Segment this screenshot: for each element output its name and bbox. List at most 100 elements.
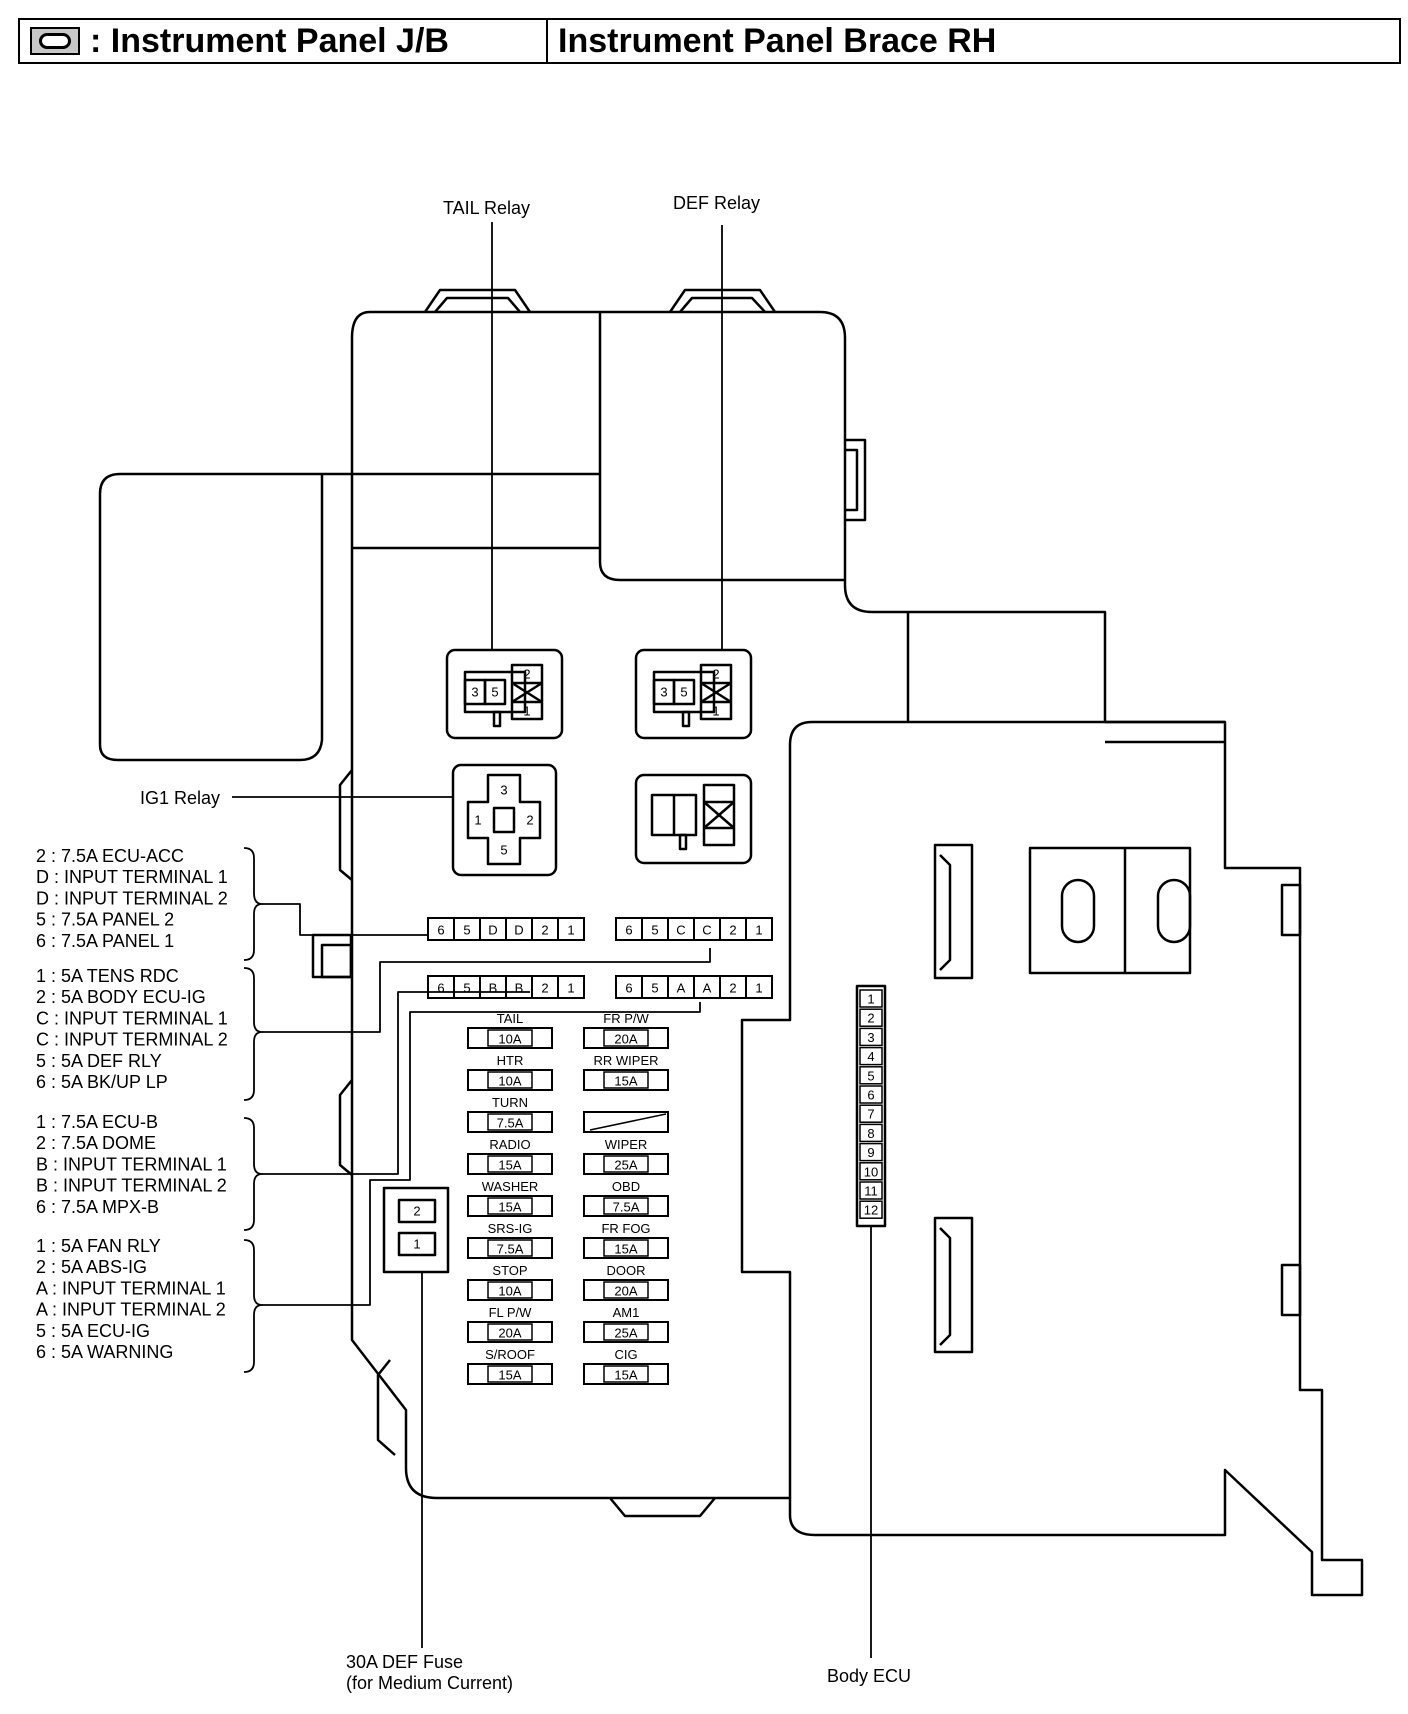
fuse-rating: 25A (614, 1158, 637, 1173)
body-ecu-region (740, 720, 1225, 1498)
connector-group-item: 6 : 5A BK/UP LP (36, 1072, 168, 1092)
connector-group-item: 6 : 7.5A MPX-B (36, 1197, 159, 1217)
connector-group-item: A : INPUT TERMINAL 2 (36, 1300, 226, 1320)
connector-cell-label: 6 (625, 923, 632, 938)
fuse-body (603, 1155, 649, 1173)
body-ecu-pin (859, 1008, 883, 1027)
connector-cell-label: C (702, 923, 711, 938)
fuse-grid: TAIL10AHTR10ATURN7.5ARADIO15AWASHER15ASR… (467, 1011, 669, 1385)
connector-cell-label: 2 (729, 923, 736, 938)
fuse-name: RADIO (489, 1137, 530, 1152)
junction-block-icon (30, 27, 80, 55)
right-socket-upper (933, 843, 974, 980)
fuse-slot (467, 1279, 553, 1301)
fuse-rating: 10A (498, 1074, 521, 1089)
connector-cell (745, 917, 773, 941)
fuse-empty-slash (589, 1113, 667, 1131)
fuse-rating: 10A (498, 1032, 521, 1047)
def-fuse-sublabel: (for Medium Current) (346, 1673, 513, 1693)
fuse-slot (583, 1027, 669, 1049)
fuse-slot (467, 1111, 553, 1133)
fuse-body (603, 1029, 649, 1047)
connector-cell-label: D (514, 923, 523, 938)
fuse-rating: 20A (614, 1032, 637, 1047)
def-fuse-slot-2: 2 (413, 1204, 420, 1219)
connector-group-item: 2 : 7.5A ECU-ACC (36, 846, 184, 866)
fuse-name: HTR (497, 1053, 524, 1068)
body-ecu-pin-label: 7 (867, 1107, 874, 1122)
fuse-rating: 20A (498, 1326, 521, 1341)
fuse-rating: 15A (614, 1074, 637, 1089)
connector-cell-label: 2 (541, 923, 548, 938)
fuse-name: FR P/W (603, 1011, 649, 1026)
connector-cell-label: 6 (437, 923, 444, 938)
body-ecu-pin (859, 1181, 883, 1200)
body-ecu-pin-label: 11 (864, 1184, 878, 1199)
body-ecu-pin (859, 1142, 883, 1162)
connector-group-item: A : INPUT TERMINAL 1 (36, 1278, 226, 1298)
body-ecu-pin (859, 1162, 883, 1181)
fuse-slot (583, 1237, 669, 1259)
fuse-body (487, 1323, 533, 1341)
connector-group-item: 2 : 5A ABS-IG (36, 1257, 147, 1277)
spare-relay-socket (634, 773, 753, 865)
fuse-rating: 7.5A (613, 1200, 640, 1215)
fuse-name: DOOR (607, 1263, 646, 1278)
fuse-body (487, 1239, 533, 1257)
connector-group-item: C : INPUT TERMINAL 2 (36, 1030, 228, 1050)
fuse-rating: 10A (498, 1284, 521, 1299)
connector-group-item: 1 : 5A FAN RLY (36, 1236, 161, 1256)
fuse-body (487, 1365, 533, 1383)
tail-pin-1: 1 (523, 704, 530, 719)
fuse-body (487, 1155, 533, 1173)
fuse-rating: 20A (614, 1284, 637, 1299)
fuse-rating: 15A (614, 1242, 637, 1257)
fuse-body (603, 1239, 649, 1257)
fuse-slot (583, 1153, 669, 1175)
body-ecu-pin (859, 1046, 883, 1066)
connector-cell (557, 917, 585, 941)
body-ecu-pin (859, 1104, 883, 1123)
connector-cell-label: 5 (651, 981, 658, 996)
body-ecu-pin-label: 5 (867, 1068, 874, 1083)
body-ecu-pin (859, 989, 883, 1008)
fuse-slot (467, 1321, 553, 1343)
connector-cell-label: 1 (567, 923, 574, 938)
fuse-slot (467, 1027, 553, 1049)
def-pin-2: 2 (712, 667, 719, 682)
connector-cell-label: 2 (541, 981, 548, 996)
connector-cell-label: 5 (463, 923, 470, 938)
upper-relay-block (598, 312, 845, 582)
fuse-rating: 15A (614, 1368, 637, 1383)
fuse-slot (583, 1069, 669, 1091)
def-pin-5: 5 (680, 685, 687, 700)
fuse-body (603, 1197, 649, 1215)
housing-outline (350, 310, 1364, 1597)
tail-relay-socket (445, 648, 564, 740)
ig1-pin-3: 3 (500, 783, 507, 798)
tail-pin-2: 2 (523, 667, 530, 682)
body-ecu-pin-label: 9 (867, 1145, 874, 1160)
body-ecu-pin-label: 4 (867, 1049, 874, 1064)
connector-cell-label: 6 (437, 981, 444, 996)
def-relay-socket (634, 648, 753, 740)
fuse-rating: 25A (614, 1326, 637, 1341)
body-ecu-pin (859, 1066, 883, 1085)
fuse-slot (467, 1069, 553, 1091)
connector-cell-label: 1 (755, 923, 762, 938)
connector-cell-label: C (676, 923, 685, 938)
connector-cell (745, 975, 773, 999)
fuse-rating: 7.5A (497, 1242, 524, 1257)
fuse-name: FR FOG (601, 1221, 650, 1236)
connector-cell-label: B (489, 981, 498, 996)
body-ecu-pin-label: 3 (867, 1030, 874, 1045)
fuse-slot (583, 1195, 669, 1217)
connector-cell (557, 975, 585, 999)
connector-group-item: 2 : 5A BODY ECU-IG (36, 987, 206, 1007)
connector-cell-label: A (703, 981, 712, 996)
body-ecu-label: Body ECU (827, 1666, 911, 1686)
fuse-name: CIG (614, 1347, 637, 1362)
connector-cell-label: B (515, 981, 524, 996)
header-location: Instrument Panel Brace RH (558, 21, 997, 60)
